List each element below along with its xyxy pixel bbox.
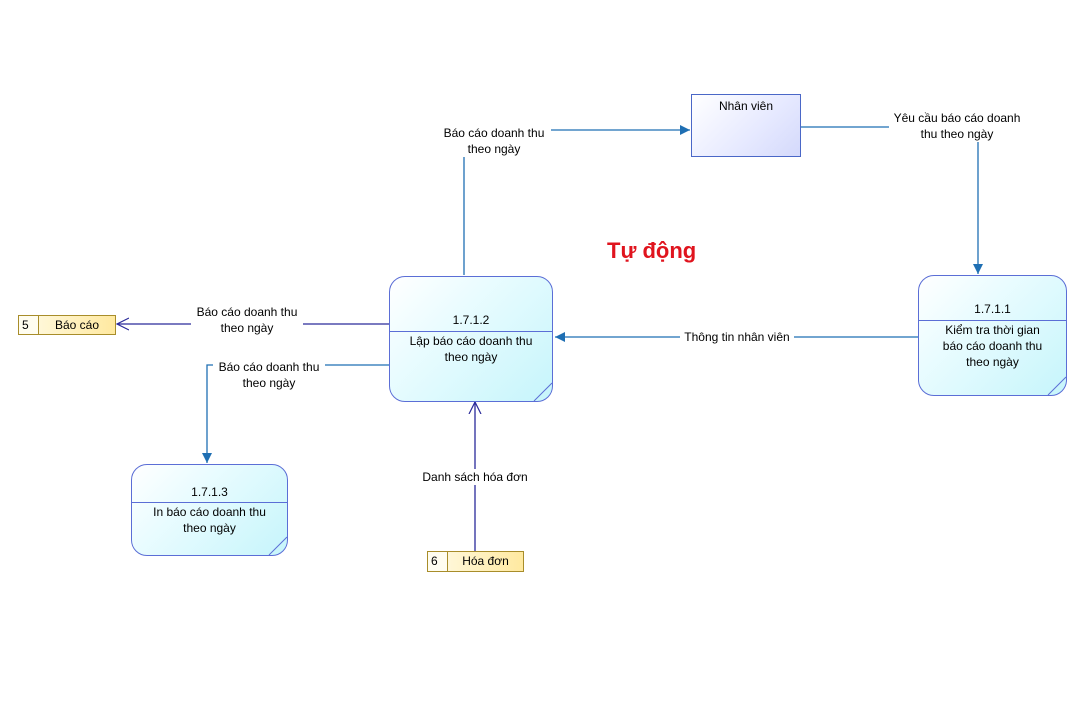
flow-label-line: Thông tin nhân viên	[684, 330, 790, 344]
process-1-7-1-2-name-line: theo ngày	[444, 350, 498, 364]
corner-fold-icon	[533, 382, 552, 401]
entity-nhan-vien[interactable]: Nhân viên	[691, 94, 801, 157]
process-1-7-1-3-name-line: In báo cáo doanh thu	[153, 505, 266, 519]
process-1-7-1-2-name: Lập báo cáo doanh thu theo ngày	[394, 333, 548, 365]
process-1-7-1-3-name: In báo cáo doanh thu theo ngày	[136, 504, 283, 536]
flow-label-line: thu theo ngày	[920, 127, 994, 141]
process-1-7-1-1-id: 1.7.1.1	[974, 302, 1011, 316]
process-1-7-1-1-name-line: Kiểm tra thời gian	[945, 323, 1040, 337]
flow-line-to-in	[202, 364, 389, 463]
process-1-7-1-3-divider	[132, 502, 287, 503]
flow-label-line: Báo cáo doanh thu	[196, 305, 298, 319]
process-1-7-1-2-divider	[390, 331, 552, 332]
datastore-bao-cao-number: 5	[19, 316, 39, 334]
process-1-7-1-1-divider	[919, 320, 1066, 321]
process-1-7-1-1-name: Kiểm tra thời gian báo cáo doanh thu the…	[923, 322, 1062, 370]
process-1-7-1-1[interactable]: 1.7.1.1 Kiểm tra thời gian báo cáo doanh…	[918, 275, 1067, 396]
entity-nhan-vien-label: Nhân viên	[718, 99, 774, 113]
flow-label-to-in: Báo cáo doanh thu theo ngày	[213, 359, 325, 391]
process-1-7-1-2-id: 1.7.1.2	[452, 313, 490, 327]
process-1-7-1-3-id: 1.7.1.3	[191, 485, 228, 499]
flow-label-danh-sach: Danh sách hóa đơn	[416, 469, 534, 485]
datastore-hoa-don-name: Hóa đơn	[462, 554, 509, 568]
flow-label-thong-tin: Thông tin nhân viên	[680, 329, 794, 345]
flow-label-yeu-cau: Yêu cầu báo cáo doanh thu theo ngày	[889, 110, 1025, 142]
process-1-7-1-2-name-line: Lập báo cáo doanh thu	[409, 334, 533, 348]
flow-label-line: theo ngày	[467, 142, 521, 156]
flow-line-yeu-cau	[801, 126, 983, 274]
datastore-bao-cao[interactable]: 5 Báo cáo	[18, 315, 116, 335]
flow-label-to-nhan-vien: Báo cáo doanh thu theo ngày	[437, 125, 551, 157]
flow-label-line: Danh sách hóa đơn	[422, 470, 528, 484]
process-1-7-1-3[interactable]: 1.7.1.3 In báo cáo doanh thu theo ngày	[131, 464, 288, 556]
flow-label-line: theo ngày	[220, 321, 274, 335]
corner-fold-icon	[1047, 376, 1066, 395]
process-1-7-1-2[interactable]: 1.7.1.2 Lập báo cáo doanh thu theo ngày	[389, 276, 553, 402]
corner-fold-icon	[268, 536, 287, 555]
datastore-bao-cao-name: Báo cáo	[54, 318, 100, 332]
flow-label-line: Báo cáo doanh thu	[218, 360, 320, 374]
datastore-hoa-don-number: 6	[428, 552, 448, 571]
process-1-7-1-3-name-line: theo ngày	[183, 521, 236, 535]
flow-label-line: theo ngày	[242, 376, 296, 390]
process-1-7-1-1-name-line: theo ngày	[966, 355, 1019, 369]
diagram-title: Tự động	[607, 238, 697, 263]
flow-label-to-bao-cao: Báo cáo doanh thu theo ngày	[191, 304, 303, 336]
datastore-hoa-don[interactable]: 6 Hóa đơn	[427, 551, 524, 572]
flow-label-line: Yêu cầu báo cáo doanh	[893, 111, 1021, 125]
flow-label-line: Báo cáo doanh thu	[443, 126, 545, 140]
process-1-7-1-1-name-line: báo cáo doanh thu	[942, 339, 1043, 353]
